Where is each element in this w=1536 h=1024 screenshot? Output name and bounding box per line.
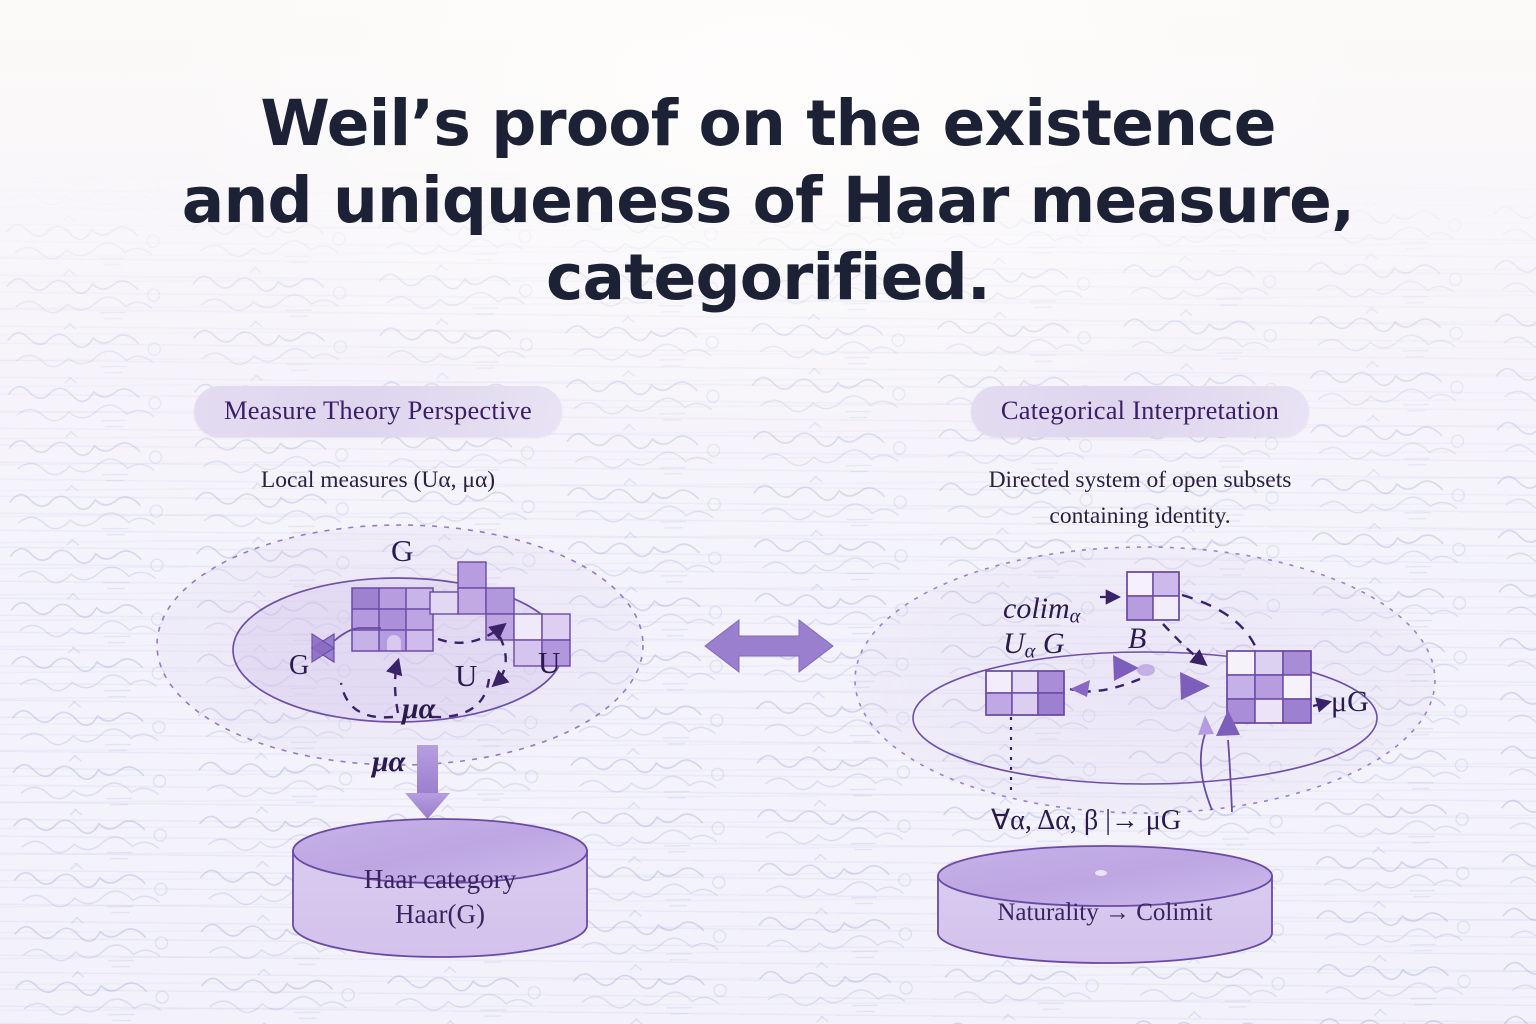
left-main-grid: [351, 587, 434, 652]
right-ua-grid: [985, 670, 1065, 716]
right-panel-subtitle: Directed system of open subsets containi…: [790, 463, 1490, 534]
measure-theory-panel: Measure Theory Perspective Local measure…: [28, 386, 728, 499]
right-mu-grid: [1226, 650, 1312, 724]
right-subtitle-line-2: containing identity.: [1049, 502, 1231, 529]
title-line-2: and uniqueness of Haar measure,: [181, 163, 1355, 237]
title-line-1: Weil’s proof on the existence: [260, 87, 1276, 160]
page-title: Weil’s proof on the existence and unique…: [0, 86, 1536, 317]
measure-theory-pill[interactable]: Measure Theory Perspective: [194, 386, 562, 437]
title-line-3: categorified.: [545, 240, 991, 314]
naturality-cylinder[interactable]: [937, 845, 1273, 964]
right-diagram-group: [854, 546, 1436, 964]
right-b-grid: [1126, 571, 1180, 621]
pill-row-right: Categorical Interpretation: [790, 386, 1490, 437]
left-panel-subtitle: Local measures (Uα, μα): [260, 467, 496, 493]
categorical-interpretation-pill[interactable]: Categorical Interpretation: [970, 386, 1310, 437]
double-arrow-icon: [704, 618, 834, 674]
categorical-panel: Categorical Interpretation Directed syst…: [790, 386, 1490, 534]
right-subtitle-line-1: Directed system of open subsets: [988, 467, 1292, 493]
haar-category-cylinder[interactable]: [292, 818, 588, 958]
pill-row-left: Measure Theory Perspective: [28, 386, 728, 437]
left-diagram-group: [156, 524, 644, 958]
